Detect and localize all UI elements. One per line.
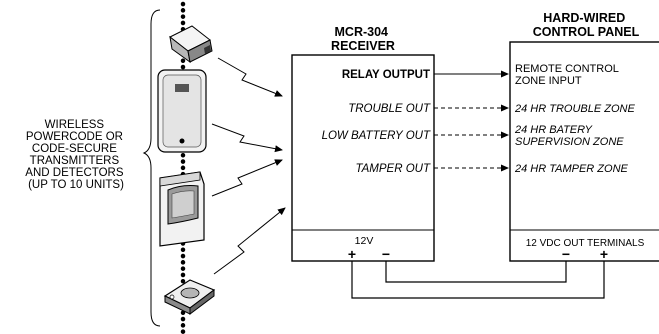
trouble-out-label: TROUBLE OUT: [348, 103, 431, 115]
tamper-zone-label: 24 HR TAMPER ZONE: [514, 163, 629, 175]
left-brace-icon: [142, 9, 161, 327]
negative-power-wire: [385, 261, 567, 283]
keyfob-icon: [163, 279, 216, 315]
wireless-signal-arrows: [211, 57, 286, 275]
panel-title: HARD-WIRED CONTROL PANEL: [533, 11, 640, 39]
transmitters-label: WIRELESS POWERCODE OR CODE-SECURE TRANSM…: [25, 119, 126, 191]
trouble-zone-label: 24 HR TROUBLE ZONE: [514, 103, 635, 115]
relay-output-label: RELAY OUTPUT: [342, 69, 430, 81]
panel-plus-terminal: +: [600, 246, 608, 262]
receiver-minus-terminal: −: [382, 246, 390, 262]
control-panel-box: [509, 41, 659, 262]
remote-control-input-label: REMOTE CONTROL ZONE INPUT: [515, 63, 622, 87]
receiver-box: [291, 54, 435, 262]
battery-zone-label: 24 HR BATERY SUPERVISION ZONE: [514, 124, 624, 148]
receiver-12v-label: 12V: [355, 235, 374, 247]
panel-12vdc-label: 12 VDC OUT TERMINALS: [526, 238, 645, 249]
receiver-title: MCR-304 RECEIVER: [331, 25, 395, 53]
tamper-out-label: TAMPER OUT: [355, 163, 431, 175]
positive-power-wire: [351, 261, 605, 299]
panel-minus-terminal: −: [562, 246, 570, 262]
wireless-transmitter-icon: [157, 69, 207, 153]
door-contact-sensor-icon: [169, 25, 213, 64]
low-battery-out-label: LOW BATTERY OUT: [322, 130, 431, 142]
receiver-plus-terminal: +: [348, 246, 356, 262]
motion-detector-icon: [159, 171, 205, 247]
